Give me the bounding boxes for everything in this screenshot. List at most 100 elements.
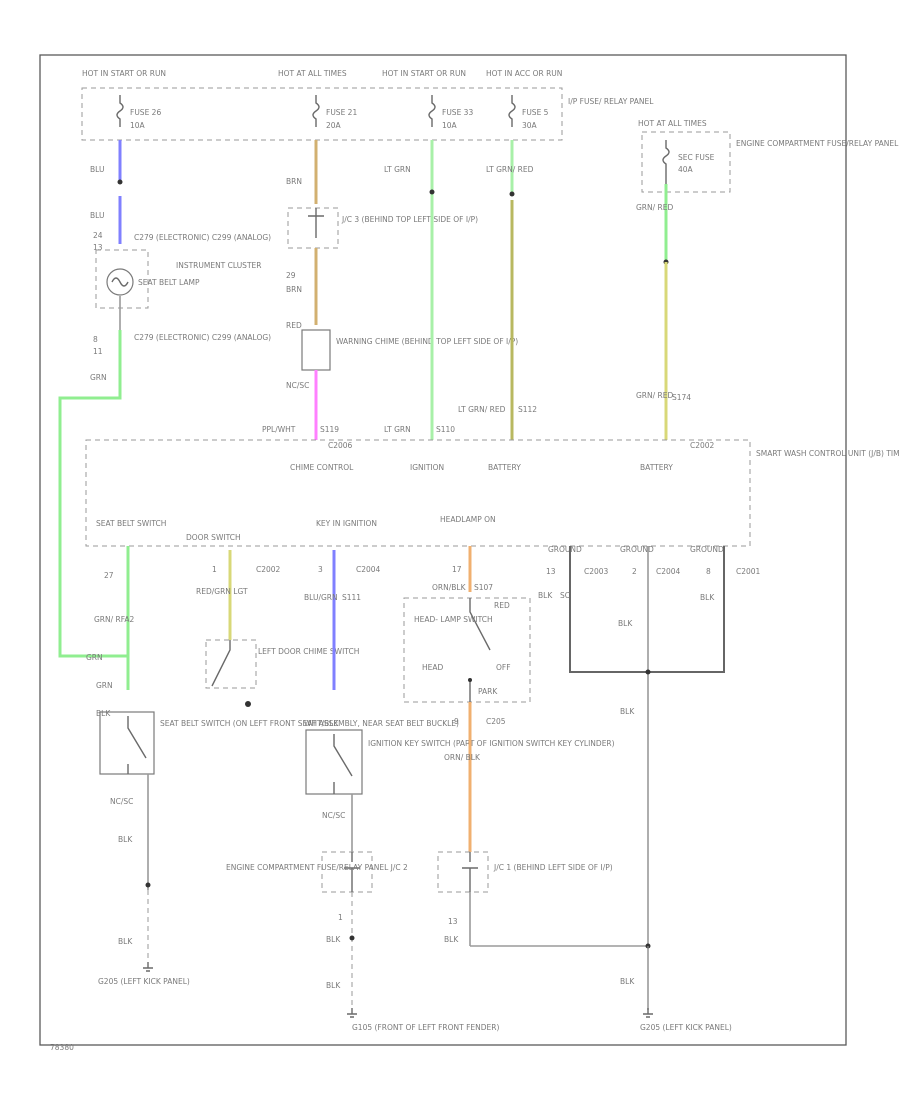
splice-sc: SC [560,591,570,600]
headlamp-switch-contact [469,598,491,702]
connector-c2002b: C2002 [690,441,715,450]
ground-g205-right-symbol [643,1008,653,1018]
input-seat-belt-switch: SEAT BELT SWITCH [96,519,166,528]
input-headlamp-on: HEADLAMP ON [440,515,496,524]
splice-s111: S111 [342,593,361,602]
splice-sb [145,882,151,888]
pin-13: 13 [93,243,103,252]
jc2-fuse [344,852,360,892]
headlamp-switch-label: HEAD- LAMP SWITCH [414,615,493,624]
jc3-label: J/C 3 (BEHIND TOP LEFT SIDE OF I/P) [341,215,478,224]
wire-label-blu-2: BLU [90,211,104,220]
wire-label-grn-1: GRN [90,373,107,382]
ground-label-1: GROUND [548,545,582,554]
sec-fuse-name: SEC FUSE [678,153,715,162]
ignition-key-switch-label: IGNITION KEY SWITCH (PART OF IGNITION SW… [368,739,615,748]
pin-1: 1 [212,565,217,574]
fuse-33-symbol [428,95,436,127]
door-switch-box [205,639,257,689]
splice-s119: S119 [320,425,339,434]
pin-9: 9 [454,717,459,726]
control-unit-box [85,439,751,547]
engine-fuse-hot-label: HOT AT ALL TIMES [638,119,707,128]
control-unit-label: SMART WASH CONTROL UNIT (J/B) TIMER MODU… [756,449,900,458]
pin-13c: 13 [448,917,458,926]
connector-c2004b: C2004 [656,567,681,576]
pin-17: 17 [452,565,462,574]
wire-label-ncsc-chime: NC/SC [286,381,309,390]
splice-s112: S112 [518,405,537,414]
wire-label-brn-2: BRN [286,285,302,294]
wire-label-red-chime: RED [286,321,302,330]
wire-label-wht-blk: WHT/BLK [304,719,339,728]
headlamp-park-label: PARK [478,687,498,696]
input-key-in-ignition: KEY IN IGNITION [316,519,377,528]
seat-belt-switch-contact [127,716,147,774]
pin-13b: 13 [546,567,556,576]
headlamp-switch-pivot [468,678,472,682]
connector-c205: C205 [486,717,506,726]
fuse-5-name: FUSE 5 [522,108,549,117]
wire-grn-loop [58,330,128,658]
wire-label-blk-g5: BLK [620,977,635,986]
sec-fuse-symbol [662,140,670,184]
connector-c2004: C2004 [356,565,381,574]
wire-label-blk-2: BLK [118,937,133,946]
splice-s110: S110 [436,425,455,434]
wire-label-red-hl: RED [494,601,510,610]
fuse-21-symbol [312,95,320,127]
wire-label-blk-g2: BLK [618,619,633,628]
wire-label-red-grn-lgt: RED/GRN LGT [196,587,248,596]
wire-label-orn-blk: ORN/BLK [432,583,467,592]
warning-chime-label: WARNING CHIME (BEHIND TOP LEFT SIDE OF I… [336,337,518,346]
splice-col4 [509,191,515,197]
wire-label-blk-4: BLK [326,981,341,990]
jc1-box [437,851,489,893]
ground-label-3: GROUND [690,545,724,554]
ground-g105-symbol [347,1008,357,1018]
engine-fuse-panel-label: ENGINE COMPARTMENT FUSE/RELAY PANEL [736,139,899,148]
jc2-label: ENGINE COMPARTMENT FUSE/RELAY PANEL J/C … [226,863,408,872]
wire-label-orn-blk2: ORN/ BLK [444,753,481,762]
wire-label-blu-grn: BLU/GRN [304,593,338,602]
splice-s174: S174 [672,393,691,402]
wire-label-blk-g1: BLK [538,591,553,600]
pin-2: 2 [632,567,637,576]
connector-c279-top: C279 (ELECTRONIC) C299 (ANALOG) [134,233,271,242]
jc1-fuse [462,852,478,892]
wire-label-grn-3: GRN [96,681,113,690]
connector-c2001: C2001 [736,567,761,576]
splice-col1-a [117,179,123,185]
battery-label-1: BATTERY [488,463,521,472]
wire-label-blk-3: BLK [326,935,341,944]
ground-g205-right: G205 (LEFT KICK PANEL) [640,1023,732,1032]
connector-c279-bottom: C279 (ELECTRONIC) C299 (ANALOG) [134,333,271,342]
headlamp-head-label: HEAD [422,663,444,672]
jc2-box [321,851,373,893]
fuse-21-amps: 20A [326,121,342,130]
wire-label-grn-2: GRN [86,653,103,662]
wire-label-ncsc-key: NC/SC [322,811,345,820]
connector-c2002: C2002 [256,565,281,574]
fuse-33-hot-label: HOT IN START OR RUN [382,69,466,78]
fuse-5-amps: 30A [522,121,538,130]
instrument-cluster-box [95,249,149,309]
wire-label-grn-red-1: GRN/ RED [636,203,673,212]
wire-label-ncsc-sb: NC/SC [110,797,133,806]
splice-ground-bus [645,669,651,675]
door-switch-contact [211,640,231,687]
fuse-33-amps: 10A [442,121,458,130]
splice-s107: S107 [474,583,493,592]
wire-label-ltgrn-1: LT GRN [384,165,411,174]
ground-bus [569,546,725,673]
fuse-21-name: FUSE 21 [326,108,357,117]
ignition-label: IGNITION [410,463,444,472]
diagram-code: 78380 [50,1043,74,1052]
fuse-26-name: FUSE 26 [130,108,161,117]
pin-1b: 1 [338,913,343,922]
ground-g205-left-symbol [143,962,153,972]
ground-g205-left: G205 (LEFT KICK PANEL) [98,977,190,986]
wire-label-ltgrn-2: LT GRN [384,425,411,434]
wire-label-grn-rfa: GRN/ RFA2 [94,615,135,624]
